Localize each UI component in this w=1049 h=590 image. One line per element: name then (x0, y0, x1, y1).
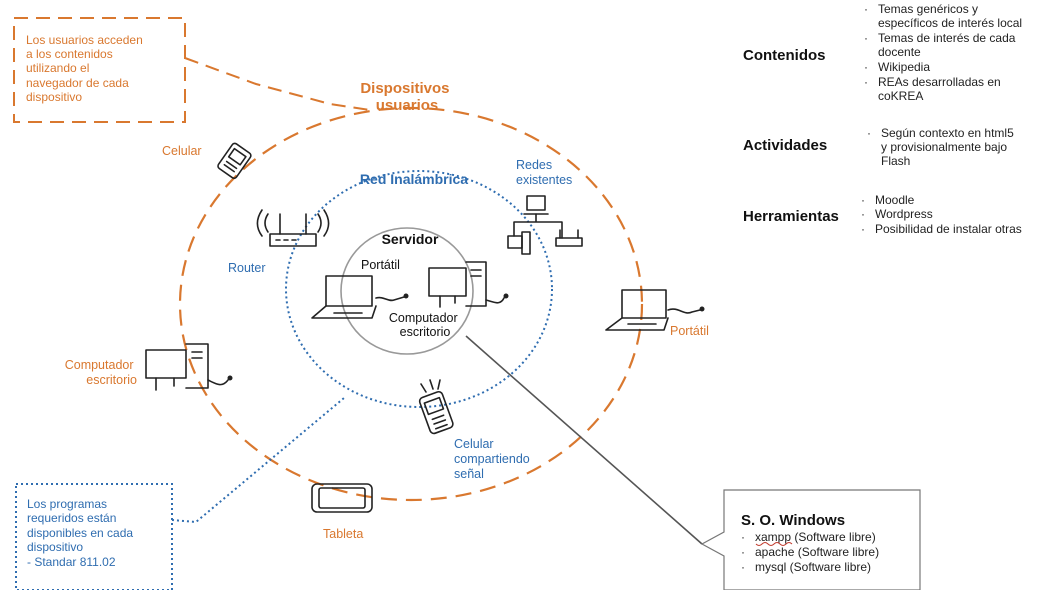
users-note-line-3: utilizando el (26, 61, 89, 75)
tools-section: Herramientas · Moodle · Wordpress · Posi… (743, 193, 1022, 236)
contents-item-4-line-2: coKREA (878, 89, 923, 103)
os-item-2: apache (Software libre) (755, 545, 879, 559)
tablet-icon (311, 483, 373, 513)
devices-title-line-2: usuarios (376, 97, 439, 114)
users-note-line-4: navegador de cada (26, 76, 129, 90)
programs-note-line-2: requeridos están (27, 511, 116, 525)
tools-item-1: Moodle (875, 193, 915, 207)
existing-networks-icon (507, 195, 583, 255)
os-title: S. O. Windows (741, 512, 845, 529)
cellphone-label: Celular (162, 144, 202, 158)
laptop-label: Portátil (670, 324, 709, 338)
contents-item-1-line-1: Temas genéricos y (878, 2, 978, 16)
programs-note-line-3: disponibles en cada (27, 526, 133, 540)
existing-networks-label-line-2: existentes (516, 173, 572, 187)
activities-title: Actividades (743, 137, 827, 154)
server-circle (340, 227, 474, 355)
desktop-computer-label-line-2: escritorio (86, 373, 137, 387)
desktop-computer-icon (145, 343, 233, 391)
contents-item-1-line-2: específicos de interés local (878, 16, 1022, 30)
existing-networks-label-line-1: Redes (516, 158, 552, 172)
svg-text:Los programas requeridos: Los programas requeridos están disponibl… (27, 497, 136, 569)
tools-bullet-1: · (861, 193, 865, 207)
contents-bullet-3: · (864, 60, 868, 74)
server-laptop-label: Portátil (361, 258, 400, 272)
os-item-bullet-2: · (741, 545, 745, 559)
sharing-cellphone-label-line-3: señal (454, 467, 484, 481)
tablet-label: Tableta (323, 527, 363, 541)
server-desktop-icon (428, 261, 509, 308)
programs-note-line-1: Los programas (27, 497, 107, 511)
svg-text:· Según contexto en html: · Según contexto en html5 y provisionalm… (867, 126, 1017, 168)
svg-text:· xampp (Software libre): · xampp (Software libre) · apache (Softw… (741, 530, 882, 574)
router-icon (256, 209, 330, 247)
svg-text:· Moodle · W: · Moodle · Wordpress · Posibilidad de in… (861, 193, 1022, 236)
laptop-icon (605, 289, 705, 331)
existing-networks-label: Redes existentes (516, 158, 572, 187)
os-item-1: xampp (Software libre) (755, 530, 876, 544)
router-label: Router (228, 261, 266, 275)
users-note-line-2: a los contenidos (26, 47, 113, 61)
activities-item-1-line-2: y provisionalmente bajo (881, 140, 1007, 154)
svg-text:· Temas genéricos y: · Temas genéricos y específicos de inter… (864, 2, 1025, 103)
tools-bullet-3: · (861, 222, 865, 236)
programs-note: Los programas requeridos están disponibl… (15, 483, 173, 590)
contents-item-3-line-1: Wikipedia (878, 60, 930, 74)
activities-item-1-line-3: Flash (881, 154, 910, 168)
tools-bullet-2: · (861, 207, 865, 221)
tools-title: Herramientas (743, 208, 839, 225)
spellcheck-underline (755, 542, 793, 546)
desktop-computer-label: Computador escritorio (65, 358, 137, 387)
contents-title: Contenidos (743, 47, 826, 64)
wireless-network-ring (285, 170, 553, 408)
server-desktop-label-line-1: Computador (389, 311, 458, 325)
tools-item-3: Posibilidad de instalar otras (875, 222, 1022, 236)
users-note: Los usuarios acceden a los contenidos ut… (13, 17, 186, 123)
server-desktop-label-line-2: escritorio (400, 325, 451, 339)
svg-text:Los usuarios acceden a l: Los usuarios acceden a los contenidos ut… (26, 33, 146, 104)
contents-bullet-4: · (864, 75, 868, 89)
devices-title: Dispositivos usuarios (360, 80, 453, 114)
server-laptop-icon (311, 275, 409, 319)
activities-bullet-1: · (867, 126, 871, 140)
devices-title-line-1: Dispositivos (360, 80, 449, 97)
sharing-cellphone-label-line-1: Celular (454, 437, 494, 451)
users-note-connector (184, 57, 371, 111)
sharing-cellphone-icon (418, 379, 454, 435)
users-note-line-1: Los usuarios acceden (26, 33, 143, 47)
activities-section: Actividades · Según contexto en html5 y … (743, 126, 1017, 168)
contents-item-2-line-1: Temas de interés de cada (878, 31, 1016, 45)
user-devices-ring (178, 106, 644, 502)
os-item-3: mysql (Software libre) (755, 560, 871, 574)
os-item-bullet-3: · (741, 560, 745, 574)
tools-item-2: Wordpress (875, 207, 933, 221)
activities-item-1-line-1: Según contexto en html5 (881, 126, 1014, 140)
programs-note-line-5: - Standar 811.02 (27, 555, 116, 569)
server-desktop-label: Computador escritorio (389, 311, 461, 339)
contents-bullet-2: · (864, 31, 868, 45)
server-label: Servidor (382, 231, 439, 247)
os-item-bullet-1: · (741, 530, 745, 544)
os-box: S. O. Windows · xampp (Software libre) ·… (700, 489, 921, 590)
contents-item-2-line-2: docente (878, 45, 921, 59)
cellphone-icon (217, 142, 252, 180)
users-note-line-5: dispositivo (26, 90, 82, 104)
sharing-cellphone-label-line-2: compartiendo (454, 452, 530, 466)
contents-section: Contenidos · Temas genéricos y específic… (743, 2, 1025, 103)
contents-item-4-line-1: REAs desarrolladas en (878, 75, 1001, 89)
server-so-connector (465, 335, 703, 545)
contents-bullet-1: · (864, 2, 868, 16)
programs-note-line-4: dispositivo (27, 540, 83, 554)
desktop-computer-label-line-1: Computador (65, 358, 134, 372)
wireless-network-label: Red Inalámbrica (360, 171, 468, 187)
sharing-cellphone-label: Celular compartiendo señal (454, 437, 533, 481)
